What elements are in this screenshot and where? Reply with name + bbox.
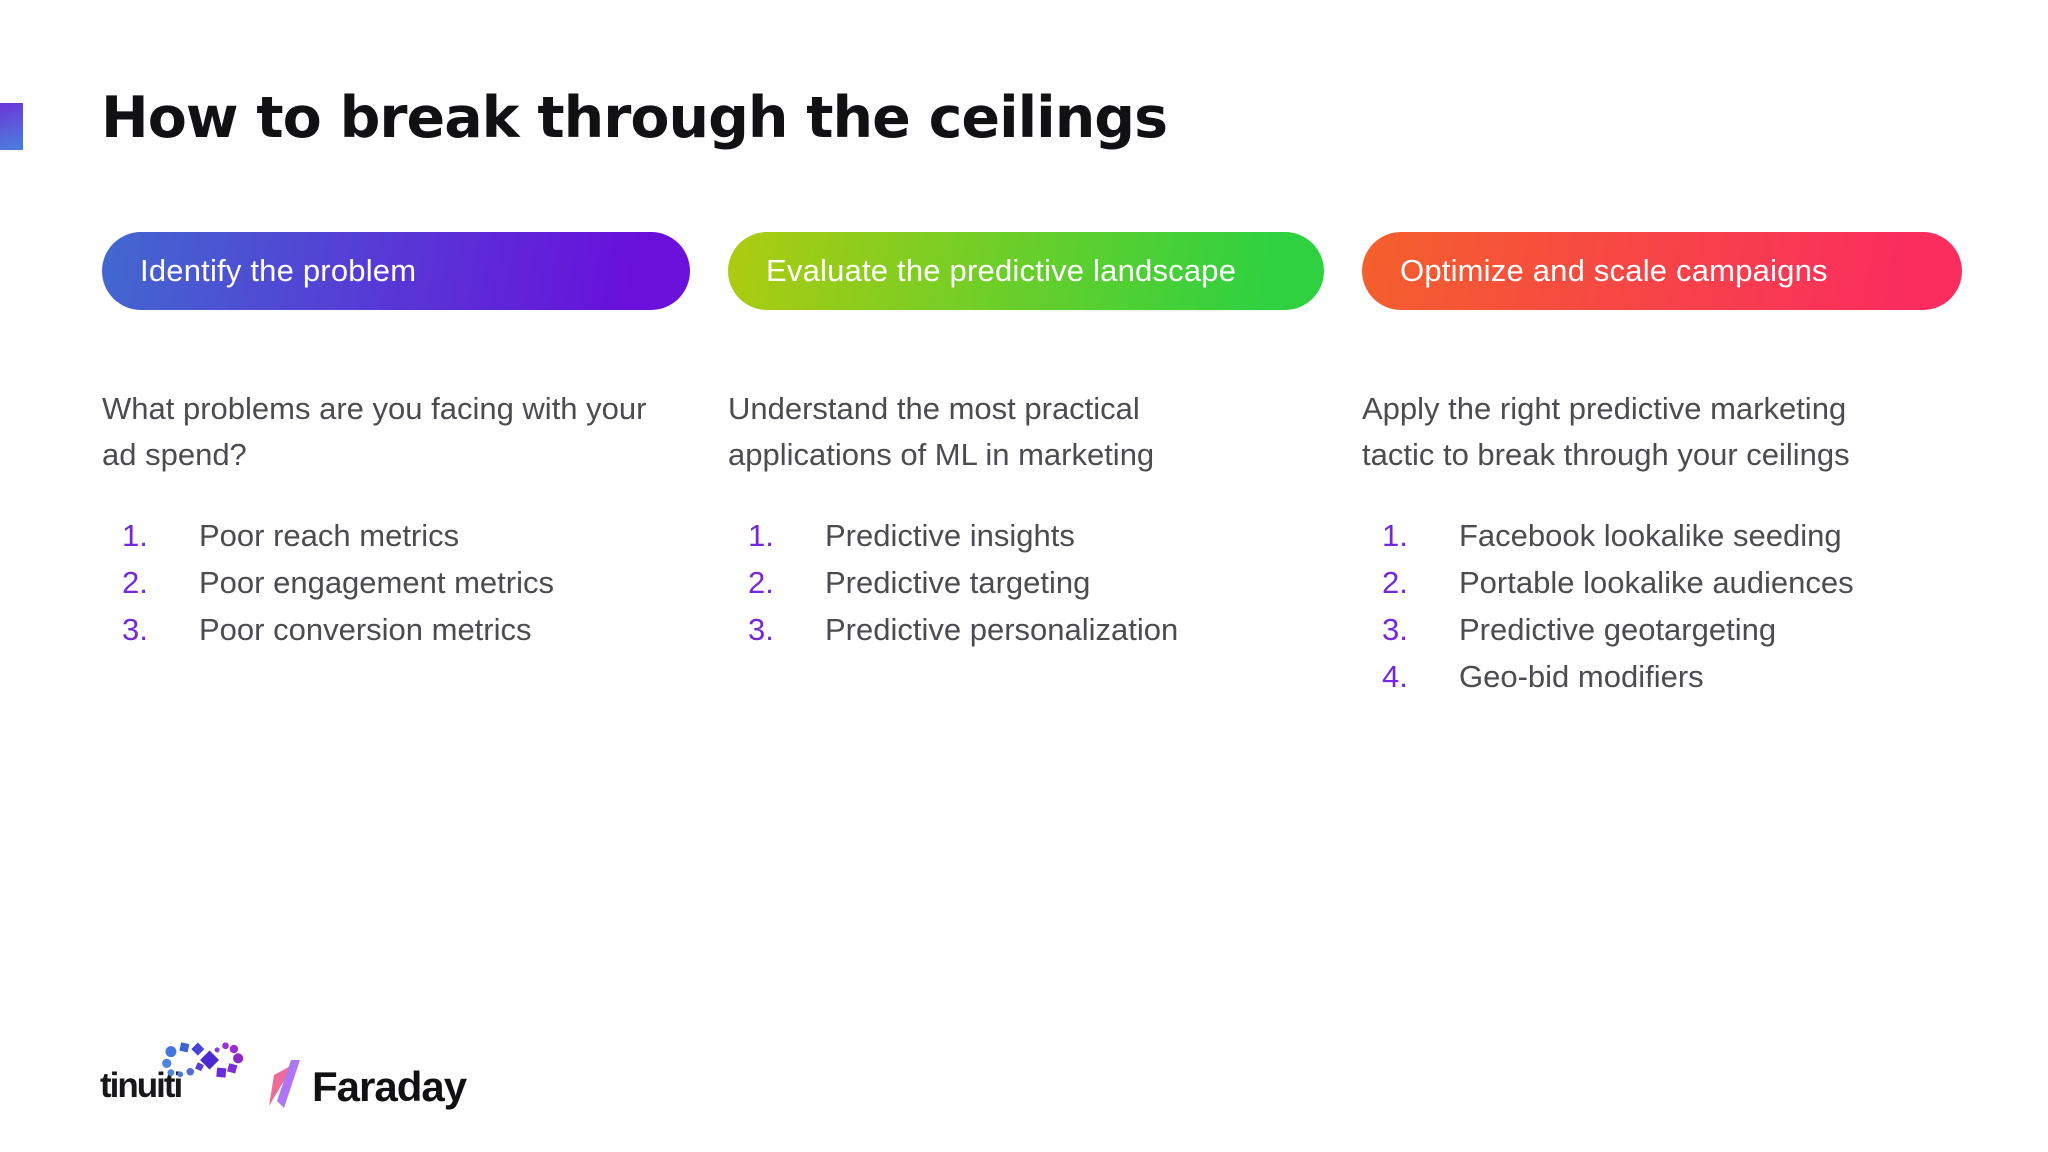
column-evaluate-landscape: Evaluate the predictive landscape Unders… <box>728 232 1324 700</box>
faraday-wordmark: Faraday <box>312 1063 467 1110</box>
list-item: 2. Predictive targeting <box>728 559 1324 606</box>
list-marker: 3. <box>1382 612 1408 647</box>
list-marker: 1. <box>748 518 774 553</box>
title-accent-bar <box>0 103 23 150</box>
tinuiti-infinity-icon <box>162 1042 244 1078</box>
list-item: 3. Poor conversion metrics <box>102 606 690 653</box>
list-item-text: Predictive geotargeting <box>1459 612 1777 647</box>
list-item: 1. Predictive insights <box>728 512 1324 559</box>
pill-label: Optimize and scale campaigns <box>1400 253 1828 288</box>
pill-label: Evaluate the predictive landscape <box>766 253 1237 288</box>
numbered-list: 1. Predictive insights 2. Predictive targe… <box>728 512 1324 653</box>
list-marker: 3. <box>748 612 774 647</box>
list-marker: 2. <box>1382 565 1408 600</box>
list-item: 4. Geo-bid modifiers <box>1362 653 1962 700</box>
list-item-text: Predictive targeting <box>825 565 1091 600</box>
list-item-text: Geo-bid modifiers <box>1459 659 1704 694</box>
list-item-text: Portable lookalike audiences <box>1459 565 1854 600</box>
list-item: 1. Facebook lookalike seeding <box>1362 512 1962 559</box>
column-intro: What problems are you facing with your a… <box>102 391 647 472</box>
list-marker: 2. <box>122 565 148 600</box>
list-item-text: Poor engagement metrics <box>199 565 554 600</box>
numbered-list: 1. Poor reach metrics 2. Poor engagement m… <box>102 512 690 653</box>
list-item: 3. Predictive personalization <box>728 606 1324 653</box>
pill-evaluate-the-predictive-landscape: Evaluate the predictive landscape <box>728 232 1324 310</box>
list-item-text: Poor reach metrics <box>199 518 460 553</box>
column-intro: Understand the most practical applicatio… <box>728 391 1155 472</box>
columns-grid: Identify the problem What problems are y… <box>102 232 1962 700</box>
page-title: How to break through the ceilings <box>101 85 1168 151</box>
list-item-text: Facebook lookalike seeding <box>1459 518 1842 553</box>
list-item: 2. Portable lookalike audiences <box>1362 559 1962 606</box>
list-marker: 2. <box>748 565 774 600</box>
column-optimize-scale: Optimize and scale campaigns Apply the r… <box>1362 232 1962 700</box>
list-item-text: Predictive personalization <box>825 612 1179 647</box>
numbered-list: 1. Facebook lookalike seeding 2. Portable … <box>1362 512 1962 700</box>
list-item: 1. Poor reach metrics <box>102 512 690 559</box>
column-intro: Apply the right predictive marketing tac… <box>1362 391 1850 472</box>
pill-identify-the-problem: Identify the problem <box>102 232 690 310</box>
list-item: 2. Poor engagement metrics <box>102 559 690 606</box>
list-marker: 1. <box>122 518 148 553</box>
list-marker: 1. <box>1382 518 1408 553</box>
list-item: 3. Predictive geotargeting <box>1362 606 1962 653</box>
list-marker: 3. <box>122 612 148 647</box>
list-item-text: Predictive insights <box>825 518 1075 553</box>
column-identify-problem: Identify the problem What problems are y… <box>102 232 690 700</box>
list-marker: 4. <box>1382 659 1408 694</box>
faraday-slash-icon <box>269 1060 300 1108</box>
list-item-text: Poor conversion metrics <box>199 612 532 647</box>
pill-optimize-and-scale-campaigns: Optimize and scale campaigns <box>1362 232 1962 310</box>
pill-label: Identify the problem <box>140 253 417 288</box>
